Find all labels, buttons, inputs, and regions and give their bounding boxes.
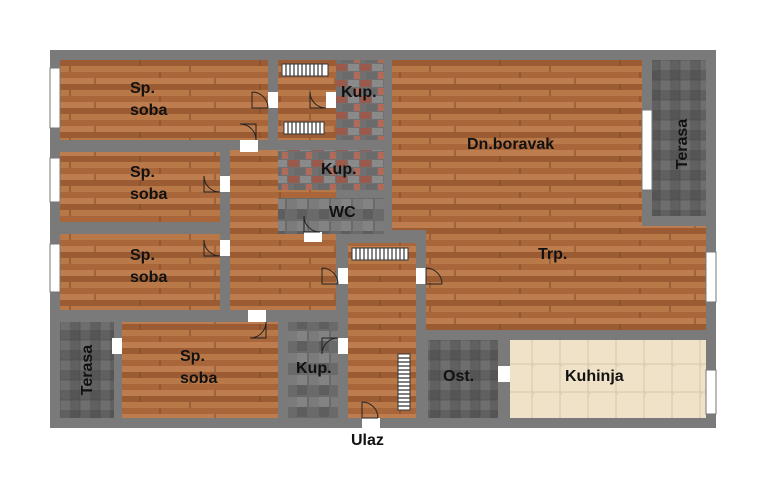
kitchen-floor [510, 340, 706, 418]
bedroom-1-floor [60, 60, 268, 140]
glass-door [641, 109, 653, 191]
bedroom-3-label: Sp. soba [130, 245, 200, 289]
terrace-left-floor [60, 322, 114, 418]
radiator [283, 121, 325, 135]
bedroom-4-label: Sp. soba [180, 346, 250, 390]
radiator [397, 353, 411, 411]
bedroom-4-label-line2: soba [180, 370, 218, 387]
window [705, 369, 717, 415]
doorway-openings [112, 92, 510, 428]
dining-label: Trp. [538, 246, 568, 263]
kitchen-label: Kuhinja [565, 368, 624, 385]
bedroom-1-label-line2: soba [130, 102, 168, 119]
living-room-label: Dn.boravak [467, 136, 555, 153]
window [705, 251, 717, 303]
bathroom-2-label: Kup. [321, 161, 357, 178]
storage-floor [428, 340, 498, 418]
bathroom-1-floor [336, 60, 384, 140]
bathroom-1-label: Kup. [341, 84, 377, 101]
bedroom-2-label: Sp. soba [130, 162, 200, 206]
wc-floor [278, 198, 384, 234]
bedroom-3-label-line2: soba [130, 269, 168, 286]
bedroom-2-label-line1: Sp. [130, 164, 155, 181]
wc-label: WC [329, 204, 356, 221]
bedroom-2-label-line2: soba [130, 186, 168, 203]
storage-label: Ost. [443, 368, 475, 385]
bedroom-4-label-line1: Sp. [180, 348, 205, 365]
bedroom-1-label: Sp. soba [130, 78, 200, 122]
dining-floor [426, 226, 706, 330]
bedroom-1-label-line1: Sp. [130, 80, 155, 97]
door-swings [203, 91, 443, 419]
bedroom-3-label-line1: Sp. [130, 247, 155, 264]
bathroom-2-floor [278, 150, 384, 190]
window [49, 243, 61, 293]
radiator [281, 63, 329, 77]
window [49, 157, 61, 203]
bathroom-3-label: Kup. [296, 360, 332, 377]
entrance-label: Ulaz [351, 432, 384, 449]
terrace-right-label: Terasa [674, 118, 691, 170]
window [49, 67, 61, 129]
bedroom-2-floor [60, 152, 220, 222]
bedroom-3-floor [60, 234, 220, 310]
radiator [351, 247, 409, 261]
living-room-floor [392, 60, 642, 230]
terrace-left-label: Terasa [79, 344, 96, 396]
terrace-right-floor [652, 60, 706, 216]
